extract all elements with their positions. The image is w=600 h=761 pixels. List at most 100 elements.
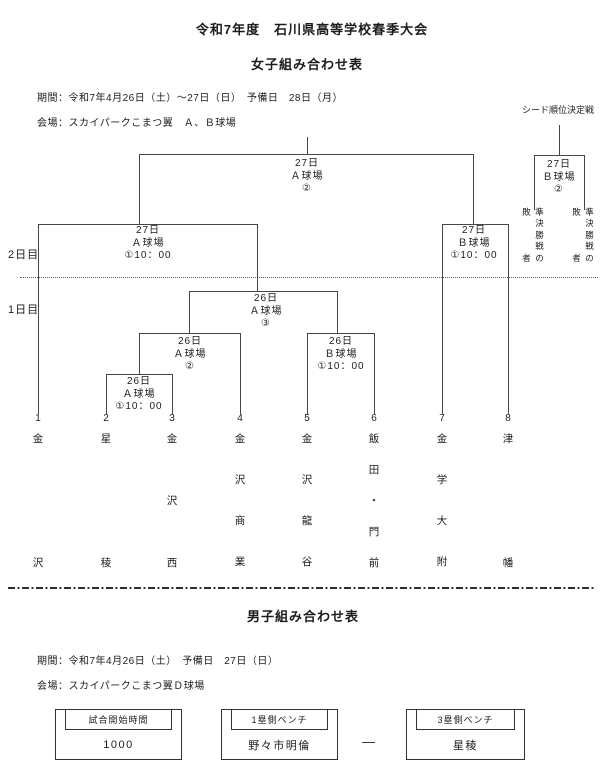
seed-match-stem-line <box>559 125 560 155</box>
seed-match-right-line <box>584 155 585 210</box>
match-label-sf-right: 27日 Ｂ球場 ①10：00 <box>450 225 497 263</box>
seed-number: 5 <box>304 413 310 424</box>
seed-number: 2 <box>103 413 109 424</box>
r1a2-top-line <box>139 333 241 334</box>
match-game-no: ①10：00 <box>450 250 498 262</box>
loser-note-text: 敗者 <box>522 207 531 263</box>
match-label-final: 27日 Ａ球場 ② <box>291 158 324 196</box>
champion-stem-line <box>307 137 308 155</box>
loser-note-text: 準決勝戦の <box>535 207 544 263</box>
match-date: 26日 <box>126 376 152 387</box>
third-base-bench-team: 星稜 <box>453 739 478 752</box>
r1b1-top-line <box>307 333 375 334</box>
page-title: 令和7年度 石川県高等学校春季大会 <box>195 22 429 37</box>
r1a1-stem-line <box>139 333 140 374</box>
match-game-no: ①10：00 <box>124 250 172 262</box>
sf-left-stem-line <box>257 224 258 291</box>
day1-label: 1日目 <box>8 304 40 316</box>
match-game-no: ② <box>302 183 312 195</box>
team-column-3: 3 金沢西 <box>166 412 178 568</box>
seed4-line <box>240 333 241 414</box>
seed-ranking-note: シード順位決定戦 <box>521 105 595 115</box>
final-left-line <box>139 154 140 225</box>
seed6-line <box>374 333 375 414</box>
match-label-sf-left: 27日 Ａ球場 ①10：00 <box>124 225 171 263</box>
women-venue-text: 会場：スカイパークこまつ翼 Ａ、Ｂ球場 <box>37 118 237 129</box>
day-divider-line <box>20 277 598 278</box>
seed8-line <box>508 224 509 414</box>
match-label-round2: 26日 Ａ球場 ③ <box>250 293 283 331</box>
team-column-8: 8 津幡 <box>502 412 514 568</box>
match-game-no: ② <box>185 361 195 373</box>
match-date: 26日 <box>253 293 279 304</box>
match-date: 27日 <box>546 159 572 170</box>
match-game-no: ② <box>554 184 564 196</box>
team-name: 金学大附 <box>436 433 448 569</box>
match-date: 27日 <box>294 158 320 169</box>
seed-number: 4 <box>237 413 243 424</box>
seed-match-left-line <box>534 155 535 210</box>
match-label-seed-match: 27日 Ｂ球場 ② <box>543 159 576 197</box>
match-field: Ａ球場 <box>173 348 207 360</box>
loser-note-text: 敗者 <box>572 207 581 263</box>
team-column-7: 7 金学大附 <box>436 412 448 568</box>
men-section-heading: 男子組み合わせ表 <box>246 609 360 624</box>
seed7-line <box>442 224 443 414</box>
section-divider-line <box>8 587 594 589</box>
seed2-line <box>106 374 107 414</box>
match-field: Ａ球場 <box>249 305 283 317</box>
team-name: 金沢龍谷 <box>301 433 313 569</box>
final-right-line <box>473 154 474 225</box>
match-date: 27日 <box>135 225 161 236</box>
seed-number: 7 <box>439 413 445 424</box>
match-field: Ｂ球場 <box>542 171 576 183</box>
match-label-r1-a2: 26日 Ａ球場 ② <box>174 336 207 374</box>
first-base-bench-box: 1塁側ベンチ 野々市明倫 <box>221 709 338 760</box>
match-label-r1-b1: 26日 Ｂ球場 ①10：00 <box>317 336 364 374</box>
first-base-bench-header: 1塁側ベンチ <box>231 710 328 730</box>
men-venue-text: 会場：スカイパークこまつ翼Ｄ球場 <box>37 681 205 692</box>
team-column-6: 6 飯田・門前 <box>368 412 380 568</box>
women-period-text: 期間：令和7年4月26日（土）～27日（日） 予備日 28日（月） <box>37 93 343 104</box>
seed-number: 8 <box>505 413 511 424</box>
team-name: 金沢商業 <box>234 433 246 569</box>
first-base-bench-team: 野々市明倫 <box>248 739 311 752</box>
match-label-r1-a1: 26日 Ａ球場 ①10：00 <box>115 376 162 414</box>
day2-label: 2日目 <box>8 249 40 261</box>
match-field: Ａ球場 <box>122 388 156 400</box>
match-field: Ａ球場 <box>131 237 165 249</box>
seed-number: 3 <box>169 413 175 424</box>
team-column-1: 1 金沢 <box>32 412 44 568</box>
third-base-bench-header: 3塁側ベンチ <box>416 710 515 730</box>
seed-number: 6 <box>371 413 377 424</box>
third-base-bench-box: 3塁側ベンチ 星稜 <box>406 709 525 760</box>
match-game-no: ①10：00 <box>317 361 365 373</box>
team-name: 金沢西 <box>166 433 178 569</box>
team-column-5: 5 金沢龍谷 <box>301 412 313 568</box>
loser-note-left: 敗者 準決勝戦の <box>522 208 545 262</box>
match-date: 26日 <box>328 336 354 347</box>
team-name: 金沢 <box>32 433 44 569</box>
match-date: 27日 <box>461 225 487 236</box>
match-date: 26日 <box>177 336 203 347</box>
r1a1-top-line <box>106 374 173 375</box>
final-top-line <box>139 154 474 155</box>
seed-match-top-line <box>534 155 585 156</box>
r2-left-line <box>189 291 190 334</box>
team-column-2: 2 星稜 <box>100 412 112 568</box>
r2-top-line <box>189 291 338 292</box>
match-game-no: ①10：00 <box>115 401 163 413</box>
start-time-header: 試合開始時間 <box>65 710 172 730</box>
team-name: 津幡 <box>502 433 514 569</box>
men-period-text: 期間：令和7年4月26日（土） 予備日 27日（日） <box>37 656 279 667</box>
seed3-line <box>172 374 173 414</box>
loser-note-right: 敗者 準決勝戦の <box>572 208 595 262</box>
team-name: 飯田・門前 <box>368 433 380 569</box>
women-section-heading: 女子組み合わせ表 <box>250 57 364 72</box>
match-field: Ｂ球場 <box>324 348 358 360</box>
loser-note-text: 準決勝戦の <box>585 207 594 263</box>
start-time-value: 1000 <box>103 738 134 751</box>
seed1-line <box>38 224 39 414</box>
sf-right-top-line <box>442 224 509 225</box>
